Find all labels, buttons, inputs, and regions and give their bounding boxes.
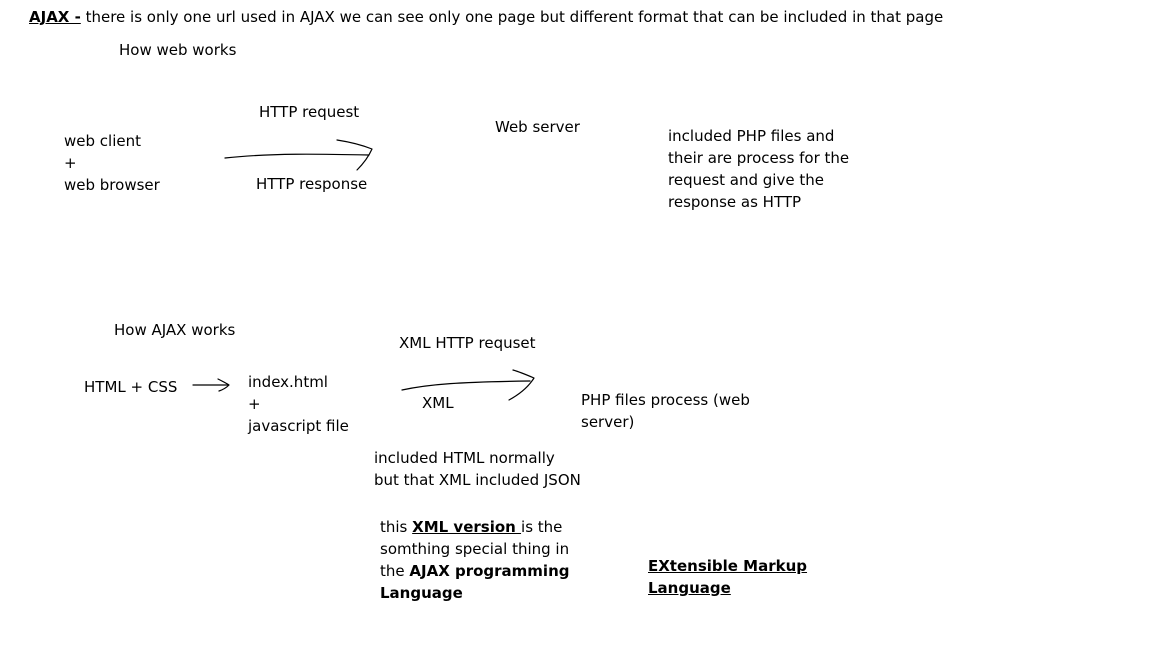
xml-http-request-label: XML HTTP requset xyxy=(399,334,536,352)
index-plus: + xyxy=(248,395,261,413)
ajax-keyword: AJAX - xyxy=(29,8,81,26)
server-note-line: request and give the xyxy=(668,171,824,189)
xml-definition-line: Language xyxy=(648,579,731,597)
http-arrow xyxy=(224,139,373,171)
intro-line: AJAX - there is only one url used in AJA… xyxy=(29,6,943,28)
xml-version-text: is the xyxy=(521,518,563,536)
javascript-file-label: javascript file xyxy=(248,417,349,435)
ajax-programming-emphasis: AJAX programming xyxy=(409,562,570,580)
html-json-note-line: included HTML normally xyxy=(374,449,555,467)
xml-version-text: the xyxy=(380,562,410,580)
web-client-label: web client xyxy=(64,132,141,150)
xml-request-arrow xyxy=(401,369,535,401)
server-note: included PHP files and their are process… xyxy=(668,125,849,213)
ajax-heading: How AJAX works xyxy=(114,321,236,339)
xml-version-emphasis: XML version xyxy=(412,518,522,536)
xml-version-text: this xyxy=(380,518,413,536)
xml-definition-line: EXtensible Markup xyxy=(648,557,808,575)
intro-text: there is only one url used in AJAX we ca… xyxy=(80,8,944,26)
server-note-line: their are process for the xyxy=(668,149,850,167)
php-process-line: PHP files process (web xyxy=(581,391,750,409)
http-request-label: HTTP request xyxy=(259,103,360,121)
web-client-plus: + xyxy=(64,154,77,172)
xml-definition: EXtensible Markup Language xyxy=(648,555,807,599)
web-server-label: Web server xyxy=(495,118,580,136)
index-html-label: index.html xyxy=(248,373,328,391)
web-heading: How web works xyxy=(119,41,237,59)
html-json-note-line: but that XML included JSON xyxy=(374,471,581,489)
php-process-label: PHP files process (web server) xyxy=(581,389,750,433)
web-browser-label: web browser xyxy=(64,176,160,194)
http-response-label: HTTP response xyxy=(256,175,368,193)
xml-version-line: this XML version is the xyxy=(380,516,570,538)
xml-version-line: somthing special thing in xyxy=(380,540,570,558)
php-process-line: server) xyxy=(581,413,635,431)
xml-version-note: this XML version is the somthing special… xyxy=(380,516,570,604)
server-note-line: included PHP files and xyxy=(668,127,835,145)
xml-label: XML xyxy=(422,394,454,412)
html-json-note: included HTML normally but that XML incl… xyxy=(374,447,581,491)
xml-version-line: the AJAX programming xyxy=(380,560,570,582)
server-note-line: response as HTTP xyxy=(668,193,802,211)
html-css-label: HTML + CSS xyxy=(84,378,178,396)
xml-version-line: Language xyxy=(380,584,463,602)
html-css-arrow xyxy=(192,378,230,392)
